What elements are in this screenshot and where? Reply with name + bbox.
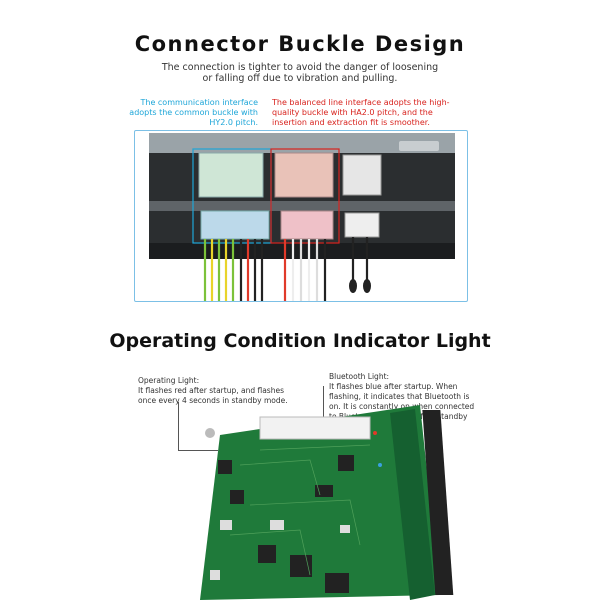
operating-light-note: Operating Light: It flashes red after st… bbox=[138, 376, 288, 406]
wire-bundle bbox=[203, 237, 369, 301]
housing-top-plate bbox=[149, 133, 455, 153]
housing-mid-plate bbox=[149, 201, 455, 211]
pcb-illustration bbox=[200, 405, 454, 600]
pcb-side-heatsink bbox=[422, 410, 454, 595]
temp-plug-bottom bbox=[344, 212, 380, 238]
thermistor-left bbox=[349, 279, 357, 293]
bluetooth-light-title: Bluetooth Light: bbox=[329, 372, 390, 381]
section-title-connector: Connector Buckle Design bbox=[134, 32, 466, 56]
bluetooth-light-led bbox=[378, 463, 382, 467]
connector-photo bbox=[134, 130, 468, 302]
comm-plug-bottom bbox=[200, 210, 270, 240]
thermistor-right bbox=[363, 279, 371, 293]
balance-socket-top bbox=[274, 152, 334, 198]
connector-subtitle: The connection is tighter to avoid the d… bbox=[161, 62, 439, 84]
pcb-connector-header bbox=[259, 416, 371, 440]
operating-leader-horizontal bbox=[178, 450, 218, 451]
operating-leader-vertical bbox=[178, 402, 179, 450]
temp-socket-top bbox=[342, 154, 382, 196]
operating-light-title: Operating Light: bbox=[138, 376, 200, 385]
communication-interface-label: The communication interface adopts the c… bbox=[129, 98, 258, 127]
balance-plug-bottom bbox=[280, 210, 334, 240]
section-title-indicator: Operating Condition Indicator Light bbox=[109, 330, 491, 352]
balance-interface-label: The balanced line interface adopts the h… bbox=[272, 98, 450, 127]
pcb-chips bbox=[218, 455, 354, 593]
balance-highlight-box bbox=[270, 148, 340, 244]
comm-socket-top bbox=[198, 152, 264, 198]
housing-latch bbox=[399, 141, 439, 151]
pcb-edge bbox=[390, 409, 435, 600]
operating-light-led bbox=[373, 431, 377, 435]
operating-light-text: It flashes red after startup, and flashe… bbox=[138, 386, 288, 405]
pcb-traces bbox=[229, 444, 371, 576]
pcb-components bbox=[210, 520, 350, 580]
pcb-mount-hole bbox=[205, 428, 215, 438]
connector-illustration bbox=[149, 133, 455, 301]
pcb-board-photo bbox=[200, 405, 600, 600]
